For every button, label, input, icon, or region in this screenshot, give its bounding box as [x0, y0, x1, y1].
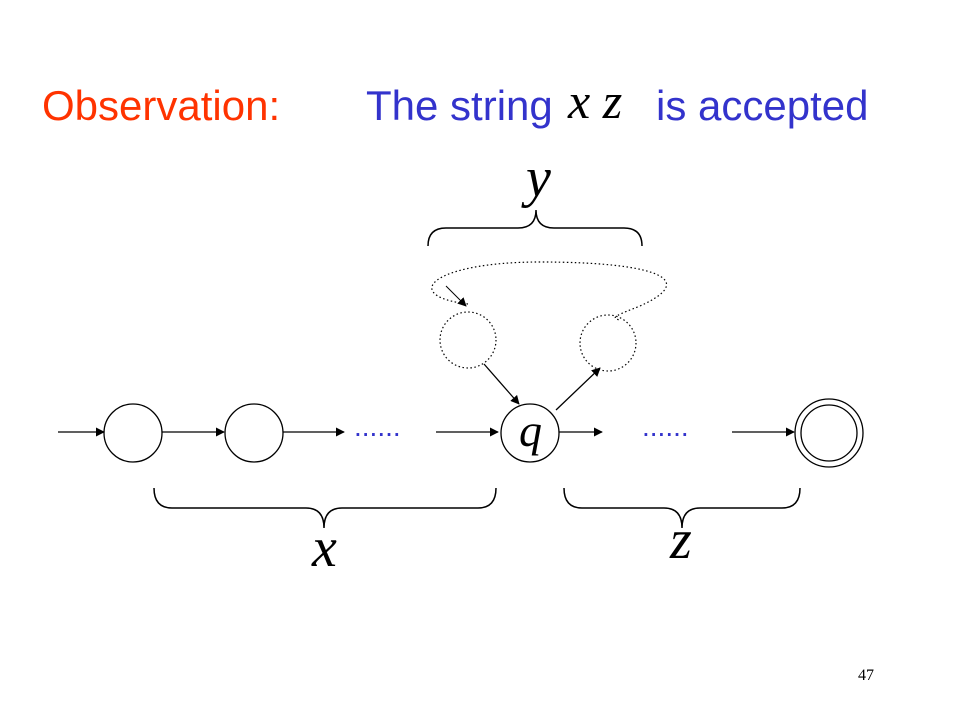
- brace-y: [427, 209, 643, 247]
- final-state-outer: [794, 398, 864, 468]
- state-1: [103, 403, 163, 463]
- loop-state-right: [579, 314, 637, 372]
- arrow-loop-to-q: [483, 363, 520, 405]
- state-q: [500, 403, 560, 463]
- ellipsis-left: ......: [354, 411, 401, 442]
- label-z: z: [669, 509, 692, 571]
- brace-x: [153, 487, 497, 529]
- state-2: [224, 403, 284, 463]
- string-xz: x z: [567, 73, 622, 129]
- loop-path: [431, 261, 668, 321]
- ellipsis-right: ......: [642, 411, 689, 442]
- arrow-q-to-loop: [555, 367, 601, 411]
- final-state-inner: [800, 404, 858, 462]
- label-q: q: [519, 405, 542, 456]
- loop-state-left: [439, 311, 497, 369]
- brace-z: [563, 487, 801, 529]
- statement-prefix: The string: [366, 82, 553, 129]
- loop-arrow: [445, 285, 467, 307]
- observation-label: Observation:: [42, 82, 280, 129]
- statement-suffix: is accepted: [656, 82, 868, 129]
- label-y: y: [521, 147, 551, 209]
- page-number: 47: [858, 667, 874, 684]
- label-x: x: [311, 517, 337, 579]
